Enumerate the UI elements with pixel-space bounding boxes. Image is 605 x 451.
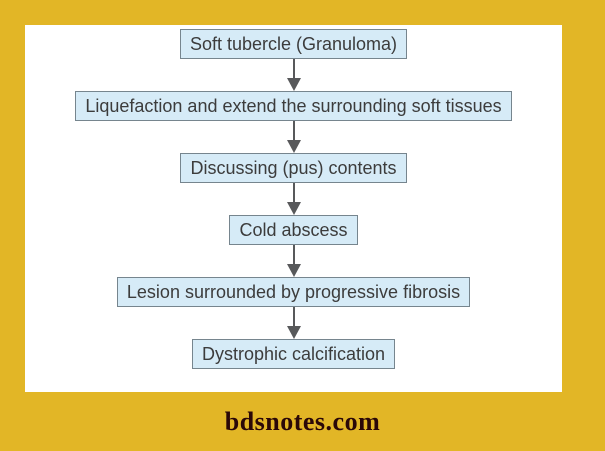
flowchart-panel: Soft tubercle (Granuloma) Liquefaction a… [25, 25, 562, 392]
flowchart-step-cold-abscess: Cold abscess [229, 215, 358, 245]
flowchart-step-dystrophic-calcification: Dystrophic calcification [191, 339, 396, 369]
watermark-text: bdsnotes.com [224, 406, 381, 436]
flowchart-step-lesion-fibrosis: Lesion surrounded by progressive fibrosi… [116, 277, 471, 307]
arrow-down-icon [286, 121, 301, 153]
watermark-band: bdsnotes.com [0, 392, 605, 451]
flowchart-step-label: Discussing (pus) contents [190, 158, 397, 178]
flowchart-step-label: Lesion surrounded by progressive fibrosi… [126, 282, 461, 302]
flowchart-step-label: Cold abscess [239, 220, 348, 240]
flowchart-step-liquefaction: Liquefaction and extend the surrounding … [75, 91, 512, 121]
flowchart-step-label: Liquefaction and extend the surrounding … [85, 96, 502, 116]
arrow-down-icon [286, 245, 301, 277]
flowchart-step-label: Soft tubercle (Granuloma) [189, 34, 398, 54]
flowchart-step-discussing-pus: Discussing (pus) contents [180, 153, 407, 183]
arrow-down-icon [286, 59, 301, 91]
arrow-down-icon [286, 183, 301, 215]
flowchart-step-soft-tubercle: Soft tubercle (Granuloma) [179, 29, 408, 59]
flowchart-step-label: Dystrophic calcification [201, 344, 386, 364]
arrow-down-icon [286, 307, 301, 339]
